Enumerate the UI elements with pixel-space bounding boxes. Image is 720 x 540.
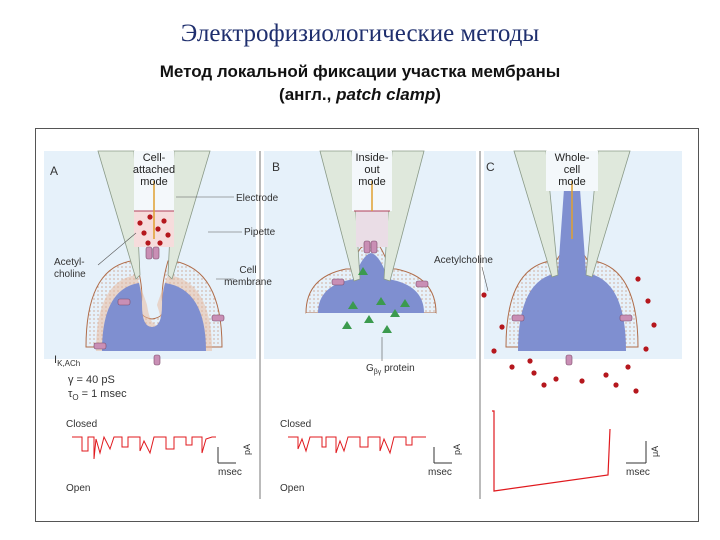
pipette-a xyxy=(97,150,141,280)
panel-b-letter: B xyxy=(272,160,280,174)
mode-label-b-1: Inside- xyxy=(355,152,388,164)
open-time-label: τO = 1 msec xyxy=(68,388,127,402)
mode-label-b-3: mode xyxy=(358,176,386,188)
single-channel-trace-b xyxy=(288,436,426,455)
g-protein-triangles xyxy=(342,267,410,333)
mode-label-a-2: attached xyxy=(133,164,175,176)
open-label-a: Open xyxy=(66,483,90,494)
cytoplasm-b xyxy=(318,253,424,313)
open-label-b: Open xyxy=(280,483,304,494)
scale-x-c: msec xyxy=(626,467,650,478)
g-protein-label: Gβγ protein xyxy=(366,363,415,376)
closed-label-a: Closed xyxy=(66,419,97,430)
receptors-a xyxy=(93,246,225,366)
panel-b: B Inside- out mode Gβγ protein Closed Op… xyxy=(272,150,462,494)
single-channel-trace-a xyxy=(72,435,216,460)
acetylcholine-dots-c xyxy=(481,276,657,394)
page-subtitle: Метод локальной фиксации участка мембран… xyxy=(0,60,720,106)
cell-membrane-label-1: Cell xyxy=(239,265,256,276)
mode-label-a-1: Cell- xyxy=(143,152,166,164)
page-title: Электрофизиологические методы xyxy=(180,20,540,47)
pipette-label: Pipette xyxy=(244,227,276,238)
acetylcholine-dots-a xyxy=(137,214,171,246)
conductance-label: γ = 40 pS xyxy=(68,374,115,386)
scale-y-a: pA xyxy=(242,444,252,455)
cytoplasm-c xyxy=(518,189,626,351)
current-label: IK,ACh xyxy=(54,354,80,368)
receptors-b xyxy=(331,240,429,288)
panel-c: C Whole- cell mode Acetylcholine xyxy=(434,150,660,492)
cell-membrane-label-2: membrane xyxy=(224,277,272,288)
panel-a: A Cell- attached mode Electrode Pipett xyxy=(50,150,279,494)
scale-x-b: msec xyxy=(428,467,452,478)
subtitle-line-1: Метод локальной фиксации участка мембран… xyxy=(159,62,561,81)
closed-label-b: Closed xyxy=(280,419,311,430)
subtitle-line-2: (англ., patch clamp) xyxy=(279,85,441,104)
electrode-label: Electrode xyxy=(236,193,279,204)
acetylcholine-label-c: Acetylcholine xyxy=(434,255,493,266)
patch-clamp-figure: A Cell- attached mode Electrode Pipett xyxy=(35,128,699,522)
mode-label-a-3: mode xyxy=(140,176,168,188)
whole-cell-trace xyxy=(492,410,611,492)
scale-y-b: pA xyxy=(452,444,462,455)
scale-x-a: msec xyxy=(218,467,242,478)
mode-label-c-1: Whole- xyxy=(555,152,590,164)
acetylcholine-label-a-2: choline xyxy=(54,269,86,280)
receptors-c xyxy=(511,314,633,366)
scale-y-c: μA xyxy=(650,446,660,457)
pipette-b xyxy=(319,150,361,282)
mode-label-c-2: cell xyxy=(564,164,581,176)
mode-label-c-3: mode xyxy=(558,176,586,188)
panel-a-letter: A xyxy=(50,164,58,178)
panel-c-letter: C xyxy=(486,160,495,174)
acetylcholine-label-a-1: Acetyl- xyxy=(54,257,85,268)
mode-label-b-2: out xyxy=(364,164,379,176)
